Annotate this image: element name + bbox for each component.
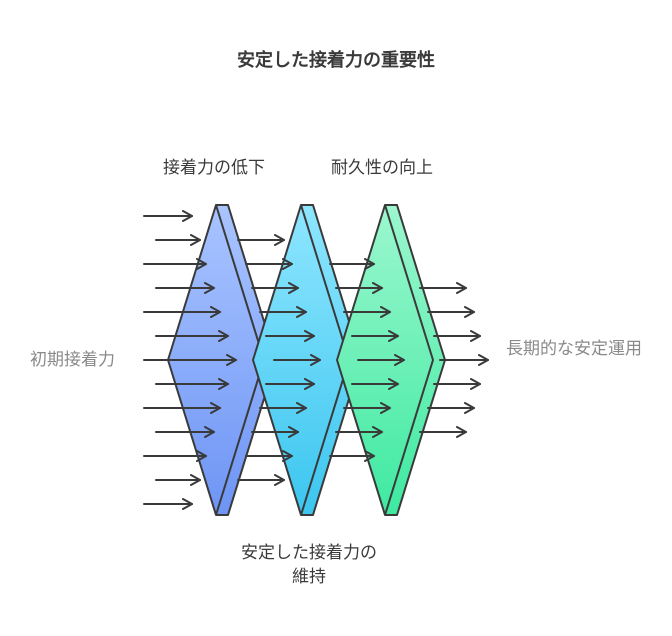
output-label-text: 長期的な安定運用 (506, 339, 642, 359)
stage-2-label-text: 安定した接着力の維持 (241, 543, 377, 587)
transfer-arrows-2 (329, 258, 405, 462)
transfer-arrows-1 (237, 234, 321, 486)
input-label: 初期接着力 (30, 350, 115, 370)
stage-2-label: 安定した接着力の維持 (236, 541, 382, 589)
stage-1-label: 接着力の低下 (163, 158, 265, 178)
stage-3-label: 耐久性の向上 (331, 158, 433, 178)
input-arrows (143, 210, 237, 510)
diagram-title: 安定した接着力の重要性 (237, 50, 435, 71)
output-label: 長期的な安定運用 (506, 338, 652, 361)
output-arrows (419, 282, 489, 438)
